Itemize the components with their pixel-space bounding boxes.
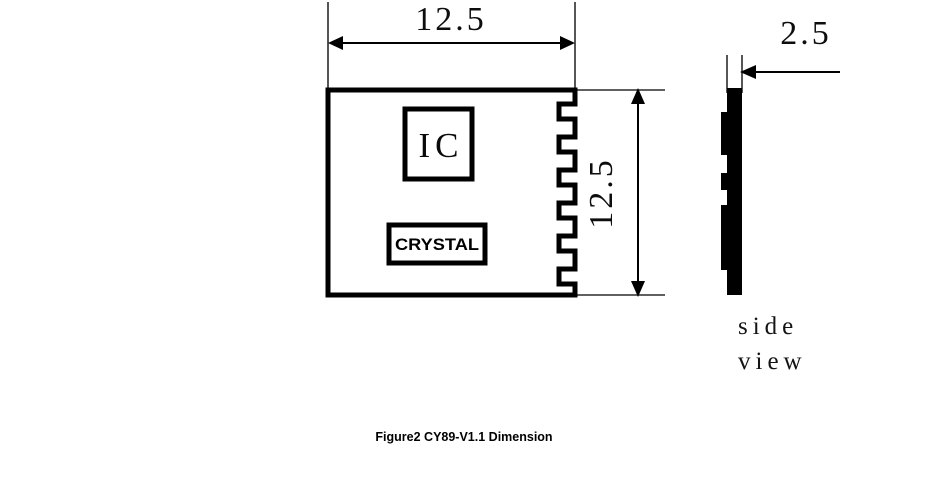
width-arrow-left — [328, 36, 343, 50]
thickness-dimension-group: 2.5 — [726, 15, 840, 93]
width-arrow-right — [560, 36, 575, 50]
crystal-label: CRYSTAL — [395, 235, 479, 254]
ic-box — [402, 106, 475, 182]
module-outline-top-view — [325, 87, 578, 298]
width-dimension-group: 12.5 — [328, 1, 575, 50]
module-profile-side-view — [721, 88, 742, 295]
height-arrow-top — [631, 88, 645, 104]
crystal-box — [386, 222, 488, 266]
thickness-arrow — [740, 65, 756, 79]
width-dimension-label: 12.5 — [415, 1, 487, 38]
side-view-label-group: side view — [738, 313, 807, 375]
component-crystal: CRYSTAL — [386, 222, 488, 266]
top-view-extension-lines — [327, 2, 665, 296]
thickness-dimension-label: 2.5 — [780, 15, 832, 52]
figure-caption: Figure2 CY89-V1.1 Dimension — [375, 430, 552, 444]
ic-label: IC — [419, 126, 464, 165]
height-dimension-label: 12.5 — [583, 157, 620, 229]
side-view-label-line2: view — [738, 348, 807, 375]
component-ic: IC — [402, 106, 475, 182]
height-arrow-bottom — [631, 281, 645, 297]
height-dimension-group: 12.5 — [583, 88, 645, 297]
side-view-label-line1: side — [738, 313, 798, 340]
